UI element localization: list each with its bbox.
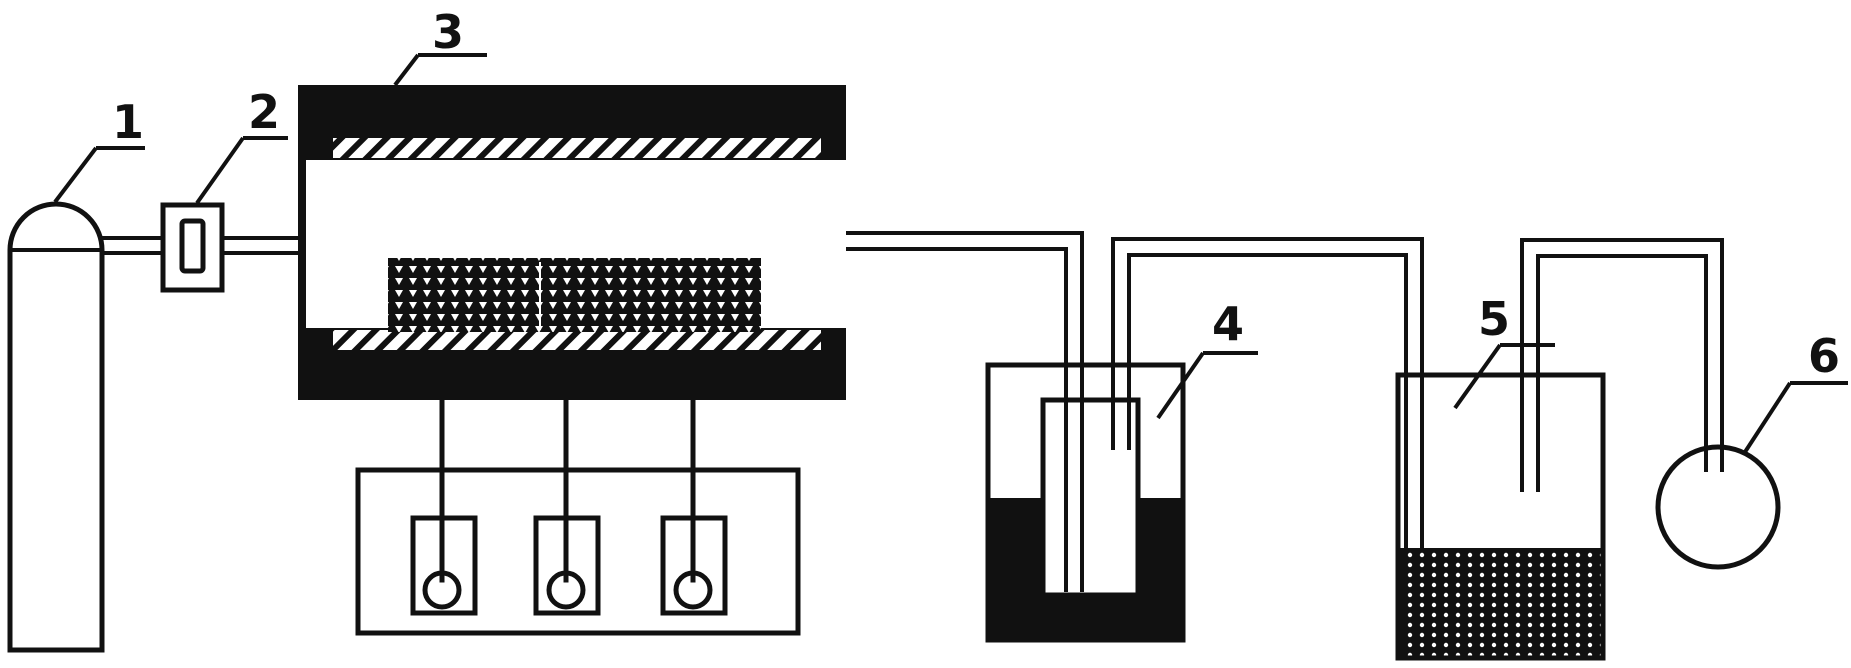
flow-meter xyxy=(160,202,225,293)
label-4-leader xyxy=(1156,351,1258,420)
inlet-pipe xyxy=(102,236,163,255)
label-2-leader xyxy=(195,136,288,205)
label-gas-bag: 6 xyxy=(1808,329,1840,383)
tube-furnace xyxy=(298,85,846,400)
label-3-leader xyxy=(393,53,487,87)
label-1-leader xyxy=(53,146,145,204)
label-gas-cylinder: 1 xyxy=(112,95,144,149)
meter-to-furnace-pipe xyxy=(222,236,298,255)
label-6-leader xyxy=(1743,381,1848,454)
temperature-controller xyxy=(355,397,801,636)
gas-cylinder xyxy=(7,201,105,653)
label-tube-furnace: 3 xyxy=(432,5,464,59)
gas-collection-bag xyxy=(1655,444,1781,570)
label-flow-meter: 2 xyxy=(248,85,280,139)
label-absorber-2: 5 xyxy=(1478,292,1510,346)
absorption-vessel-1 xyxy=(985,237,1424,643)
absorption-vessel-2 xyxy=(1395,238,1724,661)
label-absorber-1: 4 xyxy=(1212,297,1244,351)
label-5-leader xyxy=(1453,343,1555,410)
